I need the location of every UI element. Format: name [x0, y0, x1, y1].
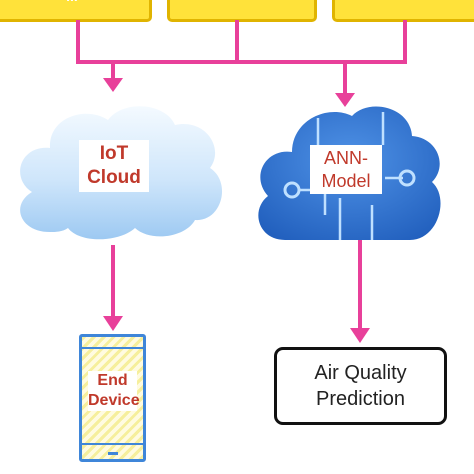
iot-cloud-label: IoT Cloud: [79, 140, 149, 192]
top-connector-bus: [76, 20, 407, 97]
top-box-left-label: ...: [0, 0, 149, 4]
air-quality-label-line1: Air Quality: [314, 362, 407, 384]
arrow-to-end-device: [103, 316, 123, 331]
air-quality-label-line2: Prediction: [316, 388, 405, 410]
arrow-to-air-quality: [350, 328, 370, 343]
end-device-label-line2: Device: [88, 392, 140, 409]
air-quality-prediction-box: Air Quality Prediction: [274, 347, 447, 425]
lower-connectors: [111, 240, 362, 330]
phone-home-button: [108, 452, 118, 455]
ann-model-label: ANN- Model: [310, 145, 382, 194]
phone-speaker: [82, 347, 143, 349]
end-device-phone: End Device: [79, 334, 146, 462]
arrow-to-ann-model: [335, 93, 355, 107]
iot-cloud-label-line1: IoT: [99, 143, 129, 164]
arrow-to-iot-cloud: [103, 78, 123, 92]
ann-model-label-line2: Model: [321, 170, 371, 191]
end-device-label-line1: End: [97, 372, 128, 389]
iot-cloud-label-line2: Cloud: [87, 166, 141, 188]
top-box-middle: [167, 0, 317, 22]
ann-model-label-line1: ANN-: [324, 148, 368, 168]
phone-bezel: [82, 443, 143, 445]
end-device-label: End Device: [88, 371, 140, 411]
